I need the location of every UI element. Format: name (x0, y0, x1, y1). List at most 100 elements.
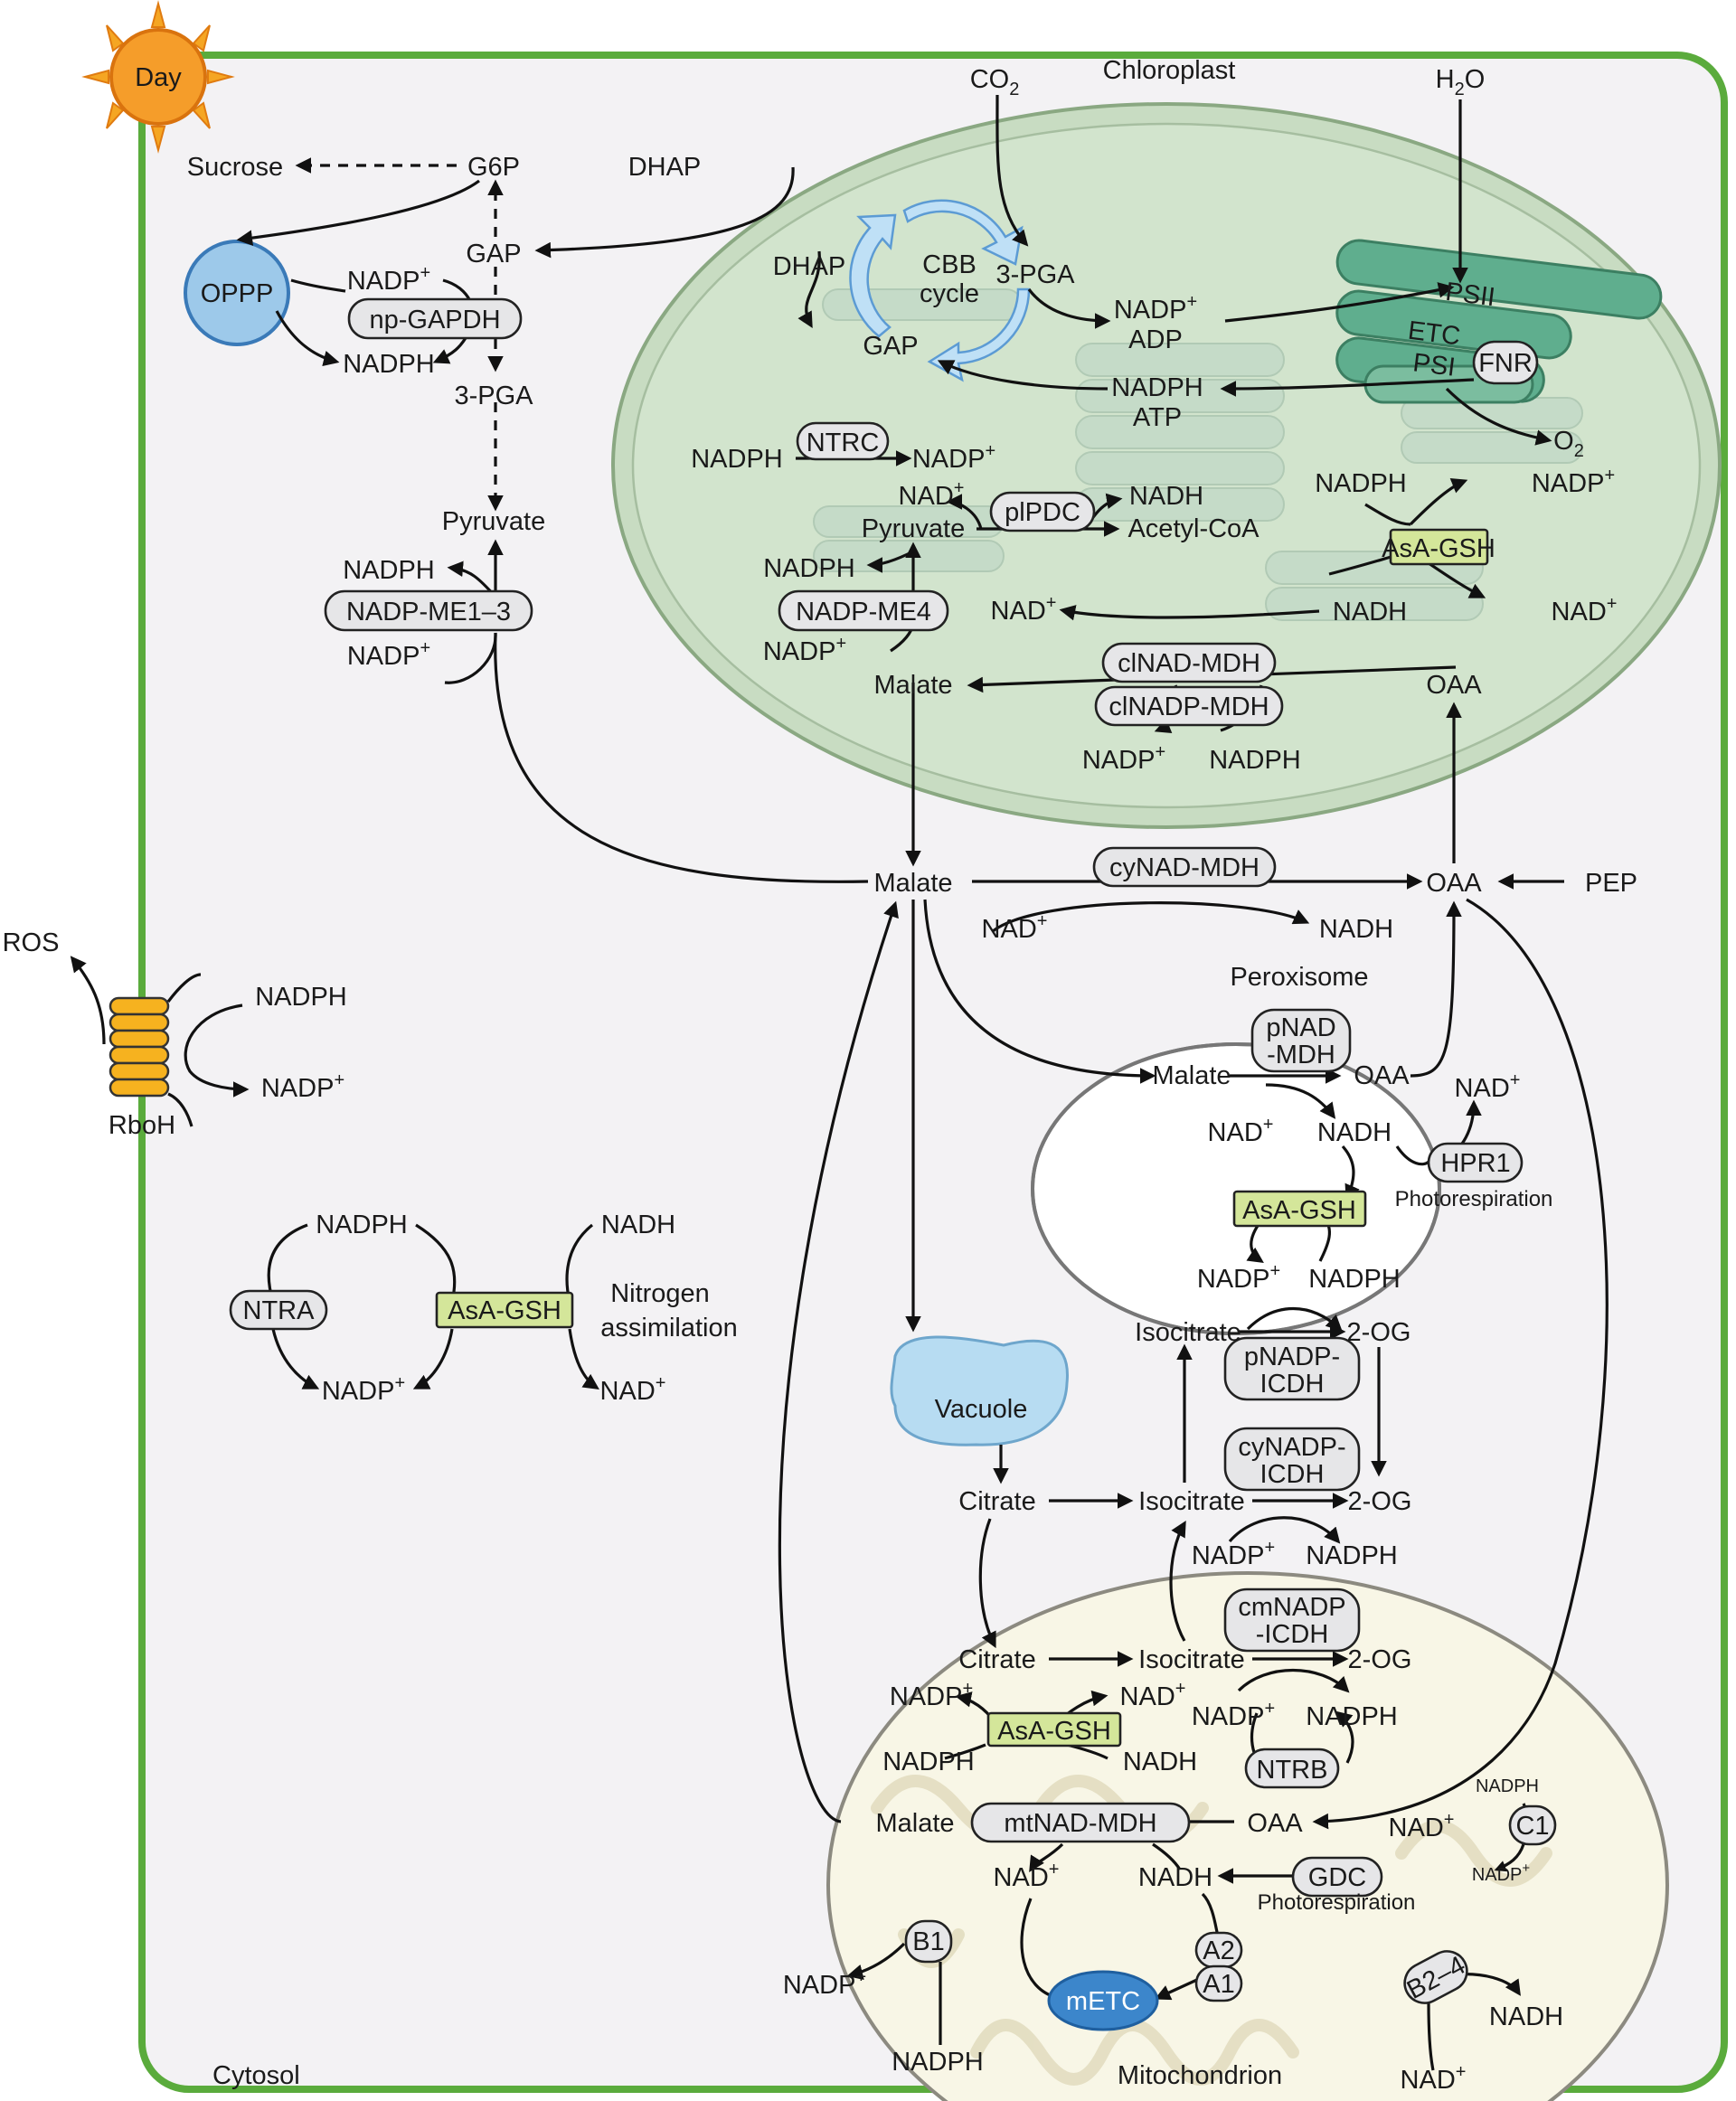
psi-label: PSI (1411, 348, 1457, 382)
nadp-adp-label: NADP+ (1114, 292, 1197, 325)
ntrc-label: NTRC (807, 429, 880, 457)
ntra-nadph-label: NADPH (316, 1211, 408, 1239)
pmdh-nadh-label: NADH (1317, 1118, 1392, 1147)
b24-nad-label: NAD+ (1401, 2062, 1467, 2095)
pnad-mdh-label-1: pNAD (1266, 1013, 1335, 1042)
mito-photorespiration-label: Photorespiration (1258, 1890, 1416, 1915)
mitochondrion-title: Mitochondrion (1118, 2061, 1282, 2090)
rboh-nadph-label: NADPH (255, 983, 347, 1012)
clmdh-nadph-label: NADPH (1209, 746, 1301, 775)
cmnadp-icdh-label-2: -ICDH (1256, 1620, 1329, 1649)
gdc-nad-label: NAD+ (1389, 1810, 1455, 1842)
chloroplast-asa-gsh-box (1389, 528, 1489, 566)
chloroplast-asa-gsh-label: AsA-GSH (1382, 534, 1495, 563)
chloroplast-pyruvate-label: Pyruvate (862, 514, 965, 543)
mito-malate-label: Malate (875, 1809, 954, 1838)
peroxisome-nadp-label: NADP+ (1197, 1261, 1280, 1294)
sun-icon: Day (81, 0, 235, 154)
vacuole-label: Vacuole (935, 1395, 1028, 1424)
rboh-nadp-label: NADP+ (261, 1070, 344, 1103)
me13-nadph-label: NADPH (343, 556, 435, 585)
peroxisome-title: Peroxisome (1230, 963, 1368, 992)
cynad-mdh-pill (1092, 846, 1277, 888)
cytosol-title: Cytosol (212, 2061, 300, 2090)
mito-isocitrate-label: Isocitrate (1138, 1645, 1245, 1674)
nitrogen-asa-gsh-label: AsA-GSH (448, 1296, 561, 1325)
gap-cytosol-label: GAP (466, 240, 521, 269)
chloroplast-asa-nadph-label: NADPH (1315, 469, 1407, 498)
peroxisome-photorespiration-label: Photorespiration (1395, 1187, 1553, 1211)
np-gapdh-nadp-label: NADP+ (347, 263, 430, 296)
np-gapdh-pill (347, 297, 523, 340)
cynadp-icdh-label-2: ICDH (1260, 1460, 1325, 1489)
peroxisome-oaa-label: OAA (1354, 1061, 1410, 1090)
plpdc-label: plPDC (1005, 498, 1080, 527)
a1-label: A1 (1203, 1970, 1234, 1999)
plpdc-nad-label: NAD+ (899, 478, 965, 511)
b24-nadh-label: NADH (1489, 2002, 1563, 2031)
cynad-mdh-label: cyNAD-MDH (1109, 853, 1260, 882)
nitrogen-assimilation-label-2: assimilation (600, 1314, 738, 1343)
clmdh-nadp-label: NADP+ (1082, 742, 1165, 775)
cynadp-icdh-label-1: cyNADP- (1238, 1433, 1345, 1462)
cytosol-isocitrate-label: Isocitrate (1138, 1487, 1245, 1516)
pnadp-icdh-pill (1223, 1336, 1361, 1401)
clnad-mdh-label: clNAD-MDH (1118, 649, 1260, 678)
nadp-me13-label: NADP-ME1–3 (346, 598, 511, 627)
acetyl-coa-label: Acetyl-CoA (1127, 514, 1260, 543)
etc-label: ETC (1406, 316, 1461, 352)
mtmdh-nad-label: NAD+ (994, 1860, 1060, 1892)
cbb-label-1: CBB (922, 250, 976, 279)
cmicdh-nadp-label: NADP+ (1192, 1699, 1275, 1731)
mtnad-mdh-pill (970, 1802, 1191, 1843)
c1-nadp-label: NADP+ (1472, 1861, 1531, 1885)
chloroplast-asa-nadp-label: NADP+ (1532, 466, 1615, 498)
peroxisome-nadph-label: NADPH (1308, 1265, 1401, 1294)
nitrogen-nadh-label: NADH (601, 1211, 675, 1239)
pga-cytosol-label: 3-PGA (454, 382, 533, 410)
b1-pill (904, 1919, 953, 1964)
ros-label: ROS (3, 928, 60, 957)
g6p-label: G6P (467, 153, 520, 182)
mito-citrate-label: Citrate (958, 1645, 1035, 1674)
chloroplast-malate-label: Malate (873, 671, 952, 700)
clnadp-mdh-label: clNADP-MDH (1109, 692, 1269, 721)
b1-nadph-label: NADPH (892, 2048, 984, 2077)
chloroplast-asa-nadh-label: NADH (1333, 598, 1407, 627)
dhap-cytosol-label: DHAP (628, 153, 702, 182)
rboh-transporter (108, 973, 202, 1127)
fnr-pill (1472, 340, 1539, 385)
metc-oval (1047, 1970, 1159, 2031)
cymdh-nadh-label: NADH (1319, 915, 1393, 944)
chloroplast-title: Chloroplast (1103, 56, 1236, 85)
cytosol-citrate-label: Citrate (958, 1487, 1035, 1516)
mtmdh-nadh-label: NADH (1138, 1863, 1212, 1892)
a2-label: A2 (1203, 1936, 1234, 1965)
c1-label: C1 (1515, 1812, 1549, 1841)
clnadp-mdh-pill (1094, 685, 1284, 727)
ntrb-pill (1244, 1748, 1340, 1789)
nitrogen-assimilation-label-1: Nitrogen (610, 1279, 710, 1308)
nadp-me4-pill (778, 589, 949, 632)
ntrc-nadph-label: NADPH (691, 445, 783, 474)
hpr1-label: HPR1 (1440, 1149, 1510, 1178)
cymdh-nad-label: NAD+ (982, 911, 1048, 944)
rboh-label: RboH (108, 1111, 175, 1140)
adp-label: ADP (1128, 325, 1183, 354)
h2o-label: H2O (1436, 65, 1486, 99)
gdc-pill (1291, 1856, 1383, 1898)
chloroplast-oaa-label: OAA (1426, 671, 1482, 700)
cynadp-icdh-pill (1223, 1427, 1361, 1492)
pnadp-icdh-label-2: ICDH (1260, 1370, 1325, 1399)
mito-oaa-label: OAA (1247, 1809, 1303, 1838)
mtnad-mdh-label: mtNAD-MDH (1004, 1809, 1156, 1838)
me4-nadph-label: NADPH (763, 554, 855, 583)
cmnadp-icdh-pill (1223, 1588, 1361, 1653)
peroxisome-asa-gsh-box (1232, 1190, 1367, 1228)
peroxisome-2og-label: 2-OG (1347, 1318, 1411, 1347)
cmnadp-icdh-label-1: cmNADP (1238, 1593, 1345, 1622)
c1-pill (1508, 1804, 1557, 1846)
b1-label: B1 (912, 1927, 944, 1956)
me13-nadp-label: NADP+ (347, 638, 430, 671)
